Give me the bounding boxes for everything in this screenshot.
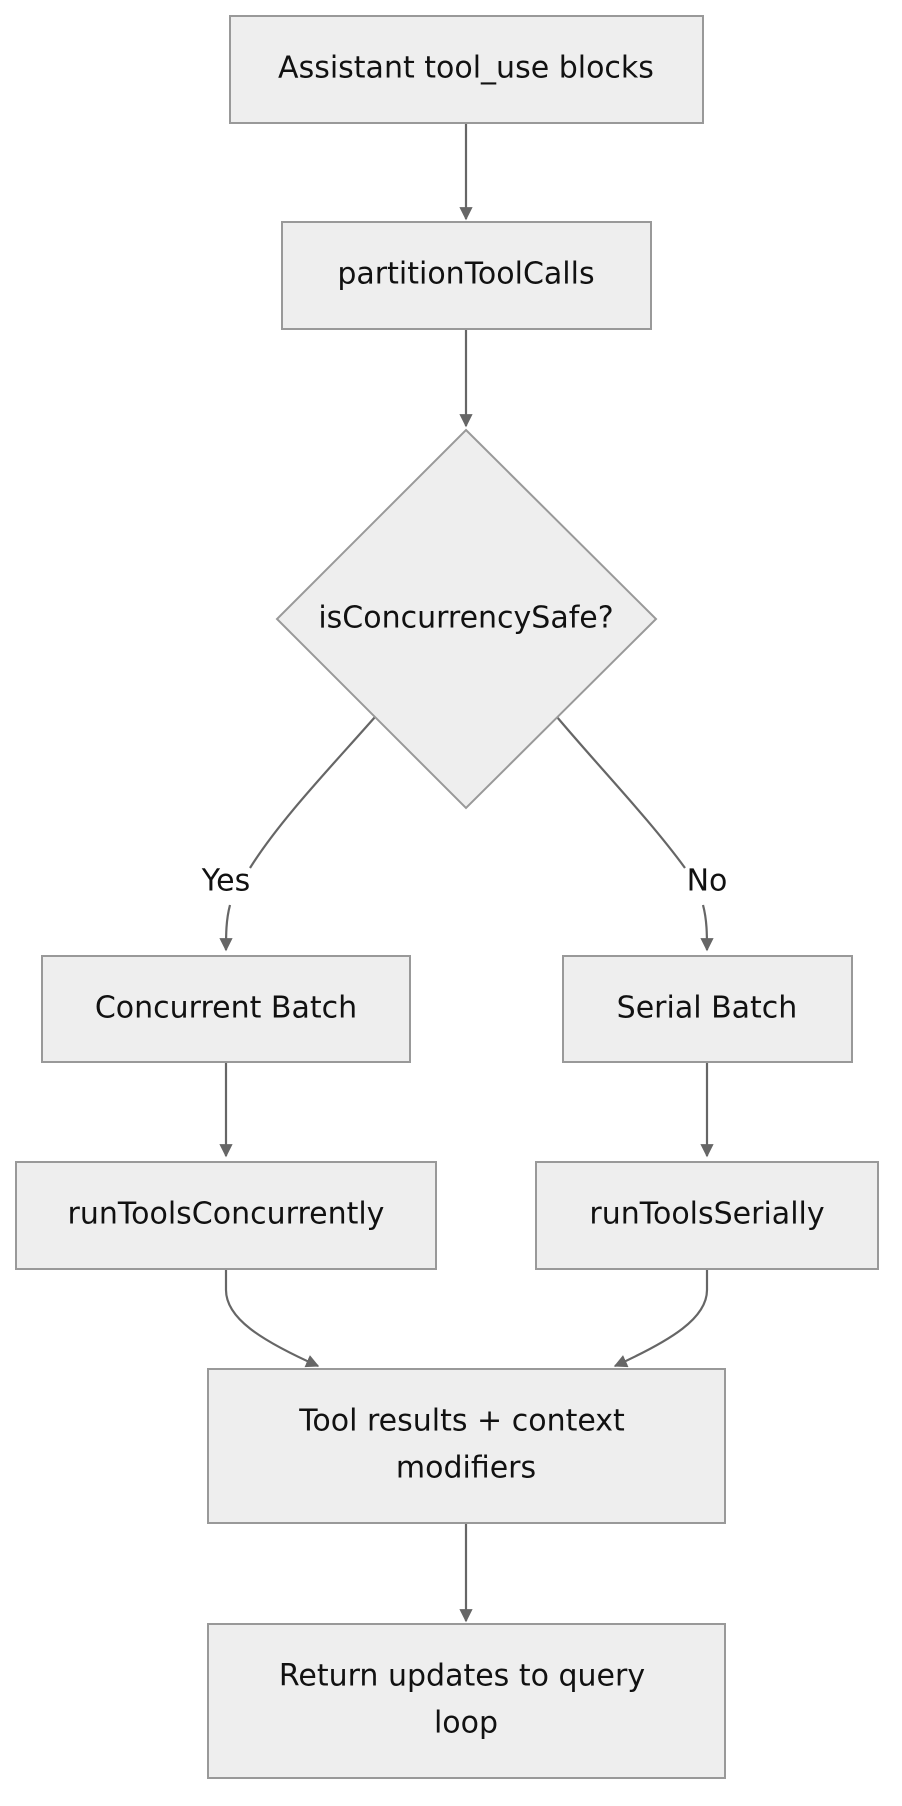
edge-decision-no-arrow [700,904,714,952]
node-serial-batch: Serial Batch [562,955,853,1063]
edge-runconcurrent-to-results [224,1268,320,1368]
node-return-updates-line2: loop [434,1706,498,1741]
node-tool-results: Tool results + context modifiers [207,1368,726,1524]
node-return-updates: Return updates to query loop [207,1623,726,1779]
node-return-updates-line1: Return updates to query [279,1659,645,1694]
node-concurrent-batch: Concurrent Batch [41,955,411,1063]
node-serial-batch-label: Serial Batch [617,991,798,1026]
edge-decision-no [556,716,686,869]
node-decision-label: isConcurrencySafe? [318,601,613,636]
edge-decision-yes-arrow [219,904,233,952]
node-tool-results-line1: Tool results + context [298,1404,625,1439]
node-concurrent-batch-label: Concurrent Batch [95,991,357,1026]
node-run-tools-concurrently: runToolsConcurrently [15,1161,437,1270]
node-tool-use-blocks: Assistant tool_use blocks [229,15,704,124]
edges [219,124,714,1623]
node-tool-use-blocks-label: Assistant tool_use blocks [278,51,654,86]
edge-runserial-to-results [613,1268,709,1368]
node-tool-results-line2: modifiers [396,1451,536,1486]
edge-label-yes: Yes [201,864,250,899]
node-partition-tool-calls-label: partitionToolCalls [337,257,594,292]
node-run-tools-serially: runToolsSerially [535,1161,879,1270]
node-run-tools-serially-label: runToolsSerially [589,1197,824,1232]
node-run-tools-concurrently-label: runToolsConcurrently [68,1197,385,1232]
node-decision-concurrency-safe: isConcurrencySafe? [275,428,658,810]
node-partition-tool-calls: partitionToolCalls [281,221,652,330]
edge-decision-yes [249,716,376,869]
edge-label-no: No [687,864,728,899]
